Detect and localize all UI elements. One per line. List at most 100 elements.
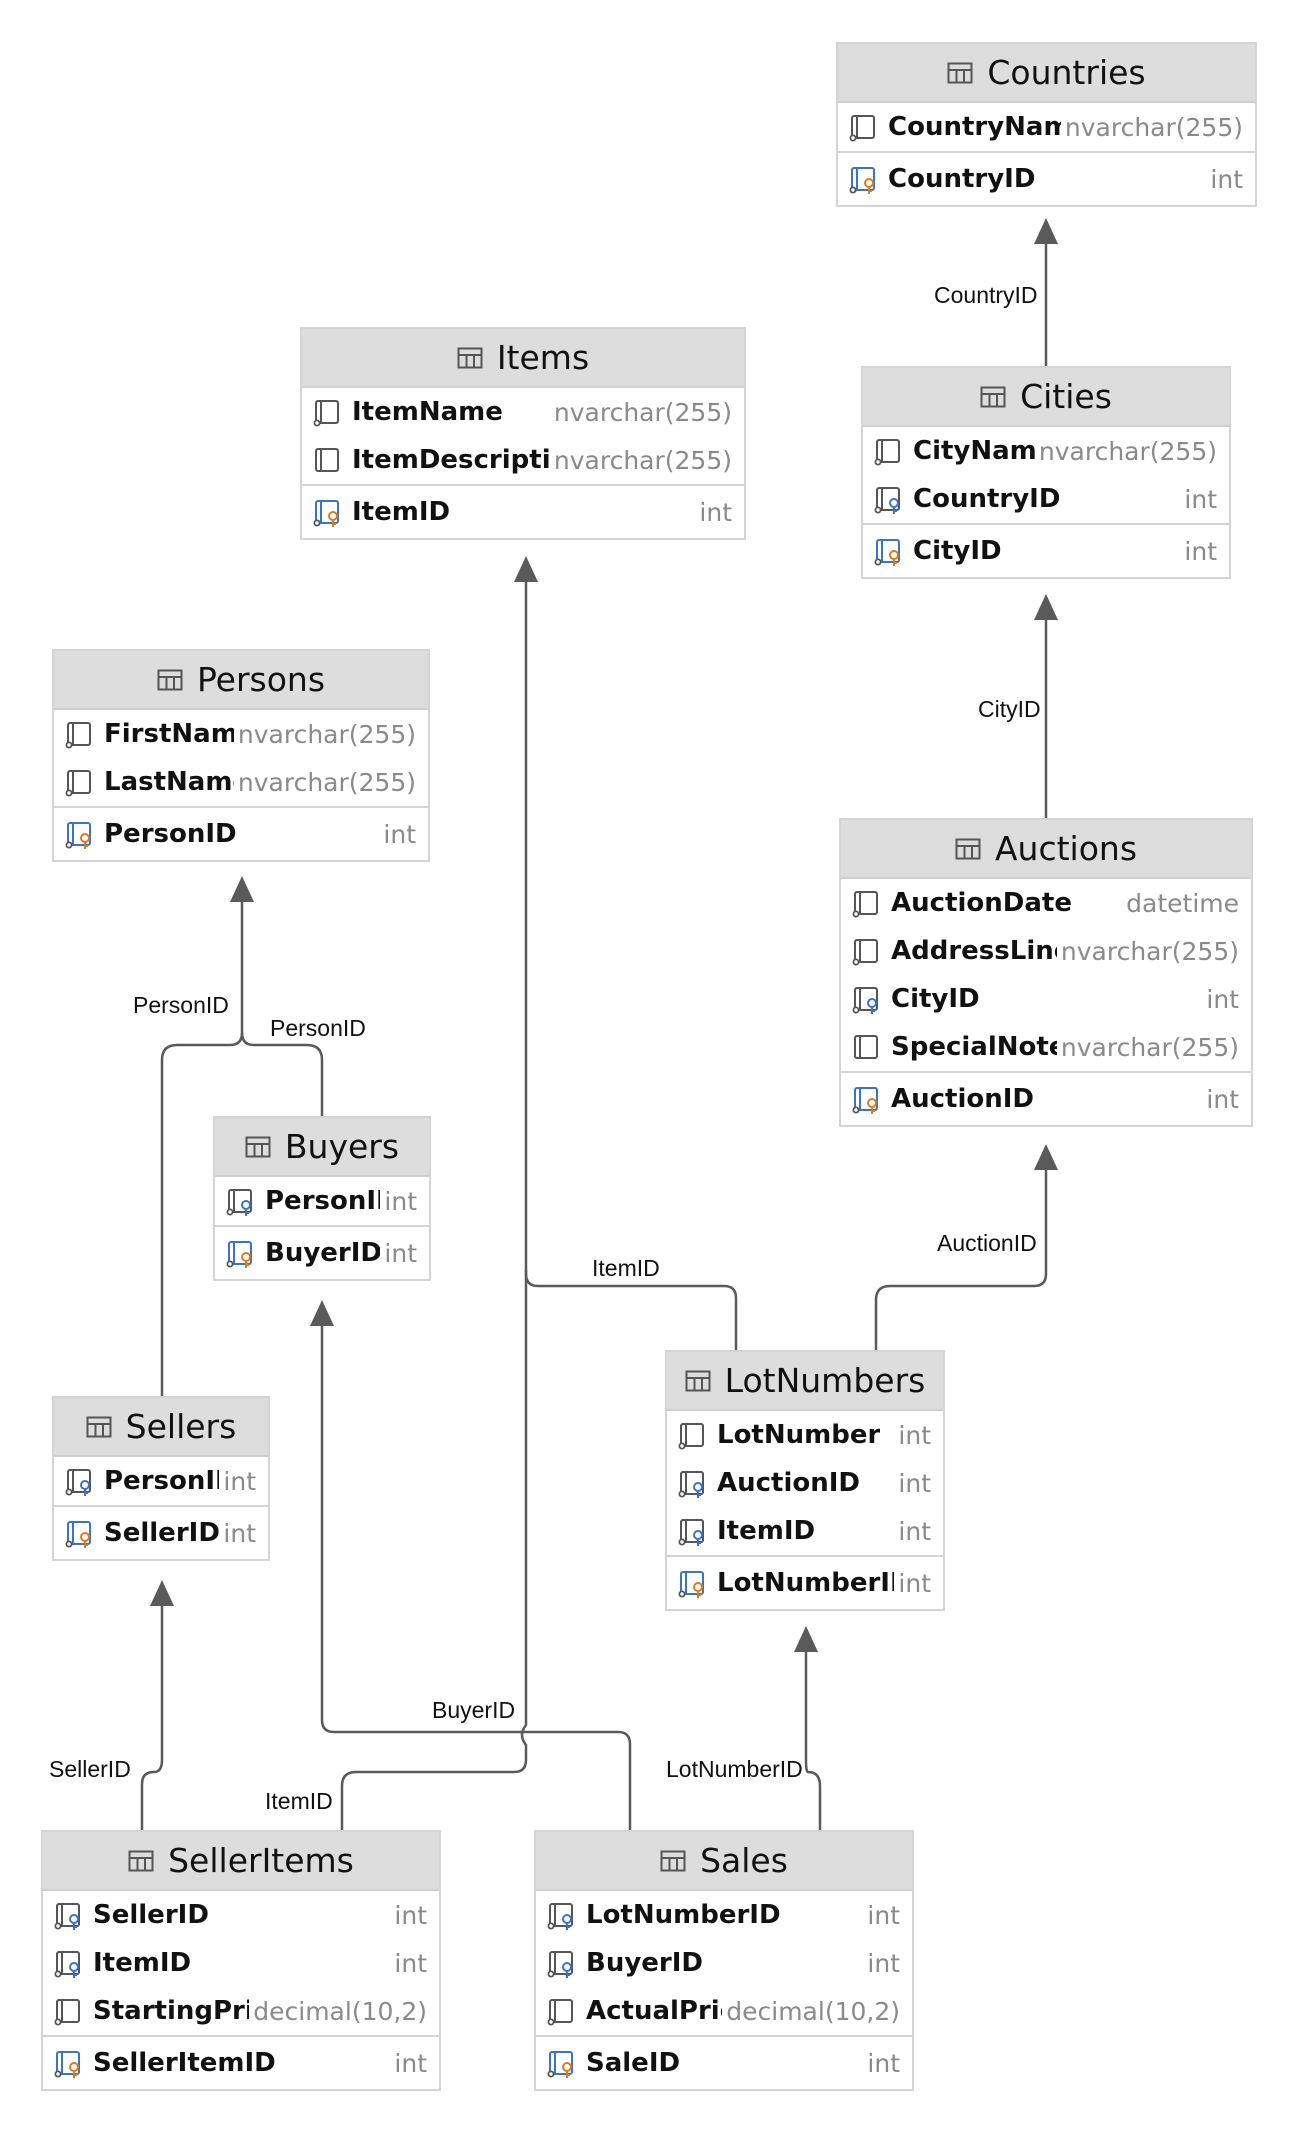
column-icon bbox=[678, 1423, 704, 1450]
primary-key-icon bbox=[849, 167, 875, 194]
column-name: CountryID bbox=[913, 484, 1061, 514]
column-type: int bbox=[383, 819, 416, 849]
column-row[interactable]: StartingPricedecimal(10,2) bbox=[43, 1987, 439, 2035]
table-sellers[interactable]: SellersPersonIDintSellerIDint bbox=[52, 1396, 270, 1561]
primary-key-icon bbox=[54, 2051, 80, 2078]
column-row[interactable]: LastNamenvarchar(255) bbox=[54, 758, 428, 806]
edge-sales-buyers bbox=[320, 1304, 632, 1832]
table-icon bbox=[955, 838, 981, 859]
table-buyers[interactable]: BuyersPersonIDintBuyerIDint bbox=[213, 1116, 431, 1281]
table-icon bbox=[245, 1136, 271, 1157]
column-row[interactable]: FirstNamenvarchar(255) bbox=[54, 710, 428, 758]
table-header[interactable]: Items bbox=[302, 329, 744, 388]
column-name: ItemID bbox=[717, 1516, 816, 1546]
column-row[interactable]: CityNamenvarchar(255) bbox=[863, 427, 1229, 475]
edge-selleritems-items bbox=[340, 1270, 528, 1832]
edge-lotnumbers-auctions bbox=[874, 1148, 1048, 1352]
table-header[interactable]: Auctions bbox=[841, 820, 1251, 879]
table-sales[interactable]: SalesLotNumberIDintBuyerIDintActualPrice… bbox=[534, 1830, 914, 2091]
edge-label-sellerid: SellerID bbox=[49, 1756, 131, 1782]
column-type: nvarchar(255) bbox=[553, 397, 732, 427]
arrowhead bbox=[1034, 594, 1058, 620]
column-type: int bbox=[867, 2048, 900, 2078]
table-name: Countries bbox=[987, 53, 1146, 92]
column-row[interactable]: CountryNamenvarchar(255) bbox=[838, 103, 1255, 151]
arrowhead bbox=[230, 876, 254, 902]
column-row[interactable]: ItemDescriptiornvarchar(255) bbox=[302, 436, 744, 484]
column-type: nvarchar(255) bbox=[1060, 1032, 1239, 1062]
column-row[interactable]: CountryID int bbox=[838, 151, 1255, 205]
column-name: CityID bbox=[891, 984, 980, 1014]
column-icon bbox=[849, 115, 875, 142]
arrowhead bbox=[1034, 1144, 1058, 1170]
column-row[interactable]: ItemID int bbox=[43, 1939, 439, 1987]
column-type: int bbox=[1210, 164, 1243, 194]
table-persons[interactable]: PersonsFirstNamenvarchar(255)LastNamenva… bbox=[52, 649, 430, 862]
table-name: Sellers bbox=[125, 1407, 237, 1446]
table-header[interactable]: Persons bbox=[54, 651, 428, 710]
column-icon bbox=[852, 939, 878, 966]
column-type: int bbox=[384, 1238, 417, 1268]
column-type: int bbox=[1184, 536, 1217, 566]
column-name: SellerItemID bbox=[93, 2048, 276, 2078]
column-name: CountryID bbox=[888, 164, 1036, 194]
column-row[interactable]: SaleID int bbox=[536, 2035, 912, 2089]
table-cities[interactable]: CitiesCityNamenvarchar(255)CountryIDintC… bbox=[861, 366, 1231, 579]
column-type: int bbox=[394, 1948, 427, 1978]
foreign-key-icon bbox=[547, 1951, 573, 1978]
table-header[interactable]: Sellers bbox=[54, 1398, 268, 1457]
table-countries[interactable]: CountriesCountryNamenvarchar(255)Country… bbox=[836, 42, 1257, 207]
table-name: SellerItems bbox=[168, 1841, 354, 1880]
table-header[interactable]: Buyers bbox=[215, 1118, 429, 1177]
table-items[interactable]: ItemsItemNamenvarchar(255)ItemDescriptio… bbox=[300, 327, 746, 540]
table-header[interactable]: SellerItems bbox=[43, 1832, 439, 1891]
table-header[interactable]: Countries bbox=[838, 44, 1255, 103]
table-header[interactable]: LotNumbers bbox=[667, 1352, 943, 1411]
primary-key-icon bbox=[65, 1521, 91, 1548]
edge-sales-lotnumbers bbox=[804, 1630, 822, 1832]
table-header[interactable]: Sales bbox=[536, 1832, 912, 1891]
column-type: int bbox=[223, 1466, 256, 1496]
table-header[interactable]: Cities bbox=[863, 368, 1229, 427]
column-name: ItemID bbox=[93, 1948, 192, 1978]
column-name: SellerID bbox=[104, 1518, 220, 1548]
column-row[interactable]: SpecialNotesnvarchar(255) bbox=[841, 1023, 1251, 1071]
column-row[interactable]: ActualPricedecimal(10,2) bbox=[536, 1987, 912, 2035]
column-icon bbox=[54, 1999, 80, 2026]
column-type: nvarchar(255) bbox=[237, 719, 416, 749]
column-name: FirstName bbox=[104, 719, 234, 749]
column-type: nvarchar(255) bbox=[1038, 436, 1217, 466]
edge-label-personid-buyers: PersonID bbox=[270, 1015, 366, 1041]
column-type: nvarchar(255) bbox=[553, 445, 732, 475]
column-icon bbox=[852, 891, 878, 918]
table-icon bbox=[157, 669, 183, 690]
column-name: SaleID bbox=[586, 2048, 681, 2078]
foreign-key-icon bbox=[852, 987, 878, 1014]
column-name: ItemID bbox=[352, 497, 451, 527]
